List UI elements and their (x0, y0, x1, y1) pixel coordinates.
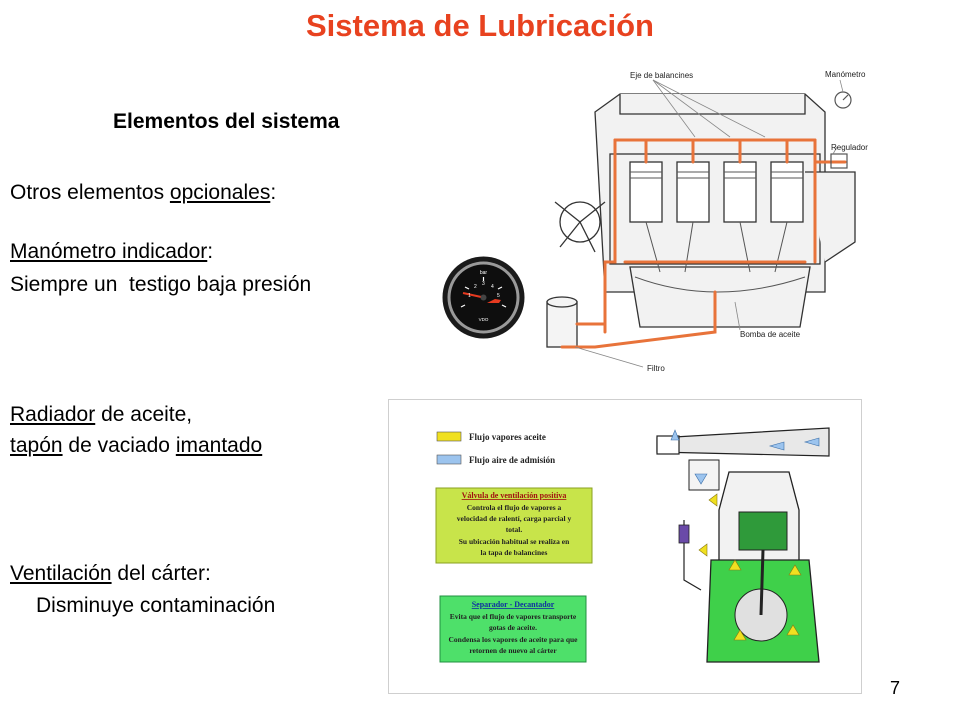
label-manometro: Manómetro (825, 70, 866, 79)
separador-box (439, 595, 587, 663)
radiador-line: Radiador de aceite, (10, 403, 192, 427)
gauge-tick-5: 5 (497, 293, 500, 299)
manometro-line: Manómetro indicador: (10, 240, 213, 264)
ventilacion-word: Ventilación (10, 562, 112, 585)
pressure-gauge-image: bar 1 2 3 4 5 VDO (441, 255, 526, 340)
separador-line-2: gotas de aceite. (489, 623, 537, 632)
tapon-word: tapón (10, 434, 63, 457)
legend-aire-label: Flujo aire de admisión (469, 455, 555, 465)
legend-vapores-label: Flujo vapores aceite (469, 432, 546, 442)
legend-aire-swatch (436, 454, 462, 465)
valvula-line-5: la tapa de balancines (481, 548, 548, 557)
manometro-word: Manómetro indicador (10, 240, 208, 263)
gauge-tick-2: 2 (474, 284, 477, 290)
legend-vapores-swatch (436, 431, 462, 442)
valvula-line-3: total. (506, 525, 523, 534)
manometro-colon: : (207, 240, 214, 263)
label-filtro: Filtro (647, 364, 665, 373)
valvula-title: Válvula de ventilación positiva (462, 491, 567, 500)
section-subtitle: Elementos del sistema (113, 110, 340, 133)
gauge-brand: VDO (479, 317, 489, 322)
valvula-box (435, 487, 593, 564)
valvula-line-4: Su ubicación habitual se realiza en (459, 537, 570, 546)
gauge-tick-1: 1 (468, 293, 471, 299)
separador-line-1: Evita que el flujo de vapores transporte (450, 612, 577, 621)
separador-title: Separador - Decantador (472, 600, 555, 609)
imantado-word: imantado (175, 434, 263, 457)
opcionales-prefix: Otros elementos (10, 181, 170, 204)
crankcase-ventilation-diagram: Flujo vapores aceite Flujo aire de admis… (388, 399, 862, 694)
opcionales-word: opcionales (169, 181, 271, 204)
engine-crosssection-drawing (656, 427, 830, 663)
radiador-word: Radiador (10, 403, 96, 426)
label-bomba-aceite: Bomba de aceite (740, 330, 801, 339)
page-number: 7 (890, 678, 901, 698)
opcionales-colon: : (270, 181, 277, 204)
valvula-line-2: velocidad de ralentí, carga parcial y (457, 514, 572, 523)
gauge-unit: bar (480, 270, 488, 276)
tapon-mid: de vaciado (62, 434, 176, 457)
slide-title: Sistema de Lubricación (306, 8, 654, 43)
separador-line-4: retornen de nuevo al cárter (469, 646, 557, 655)
valvula-line-1: Controla el flujo de vapores a (467, 503, 562, 512)
testigo-line: Siempre un testigo baja presión (10, 273, 312, 296)
ventilacion-line: Ventilación del cárter: (10, 562, 211, 586)
engine-lubrication-illustration: Eje de balancines Manómetro Regulador Bo… (535, 62, 875, 387)
opcionales-line: Otros elementos opcionales: (10, 181, 276, 205)
tapon-line: tapón de vaciado imantado (10, 434, 262, 458)
label-eje-balancines: Eje de balancines (630, 71, 693, 80)
gauge-tick-4: 4 (491, 284, 494, 290)
separador-line-3: Condensa los vapores de aceite para que (448, 635, 578, 644)
disminuye-line: Disminuye contaminación (36, 594, 276, 617)
label-regulador: Regulador (831, 143, 868, 152)
ventilacion-rest: del cárter: (111, 562, 211, 585)
gauge-tick-3: 3 (482, 281, 485, 287)
radiador-rest: de aceite, (95, 403, 193, 426)
oil-can-icon (487, 299, 501, 303)
